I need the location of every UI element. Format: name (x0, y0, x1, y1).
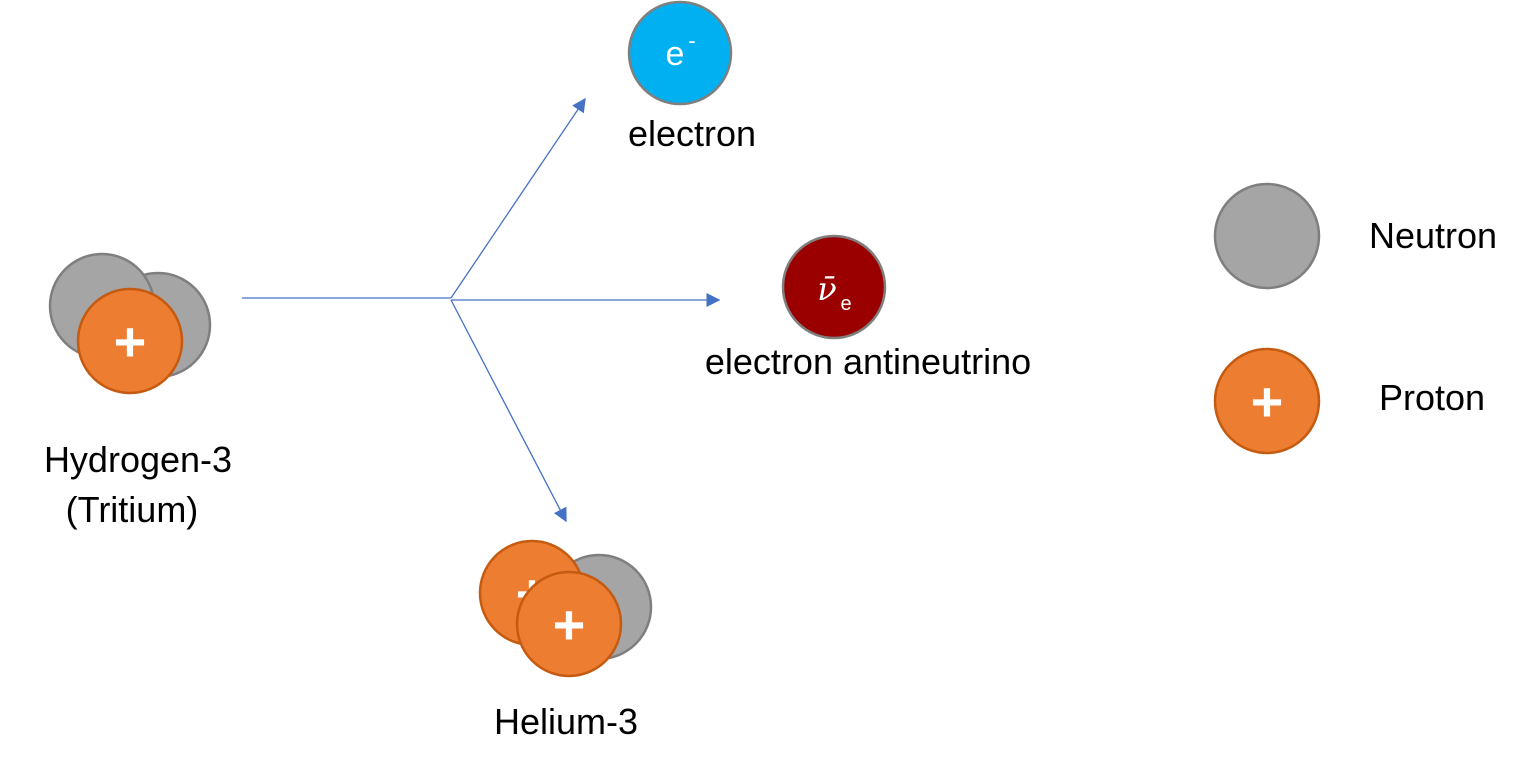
legend-proton-label: Proton (1379, 377, 1485, 418)
decay-arrows (242, 97, 721, 523)
helium-3-nucleus: + + (478, 539, 653, 678)
antineutrino-symbol: ν̄ (817, 270, 836, 308)
hydrogen-3-nucleus: + (48, 252, 212, 395)
legend: Neutron + Proton (1213, 182, 1497, 455)
proton-particle (515, 570, 623, 678)
electron-symbol: e (666, 35, 685, 73)
antineutrino-subscript: e (840, 293, 851, 315)
arrow-to-helium-3 (450, 299, 567, 523)
legend-neutron-icon (1213, 182, 1321, 290)
plus-icon: + (1251, 370, 1284, 433)
plus-icon: + (553, 593, 586, 656)
daughter-label: Helium-3 (494, 701, 638, 742)
plus-icon: + (114, 310, 147, 373)
proton-particle (76, 287, 184, 395)
arrow-to-electron (450, 97, 586, 299)
antineutrino-particle-group: ν̄ e (781, 234, 887, 340)
legend-neutron-label: Neutron (1369, 215, 1497, 256)
electron-label: electron (628, 113, 756, 154)
parent-label-line2: (Tritium) (66, 489, 199, 530)
electron-particle (627, 0, 733, 106)
antineutrino-label: electron antineutrino (705, 341, 1031, 382)
legend-proton-icon (1213, 347, 1321, 455)
parent-label-line1: Hydrogen-3 (44, 439, 232, 480)
antineutrino-particle (781, 234, 887, 340)
electron-superscript: - (688, 28, 695, 53)
electron-particle-group: e - (627, 0, 733, 106)
